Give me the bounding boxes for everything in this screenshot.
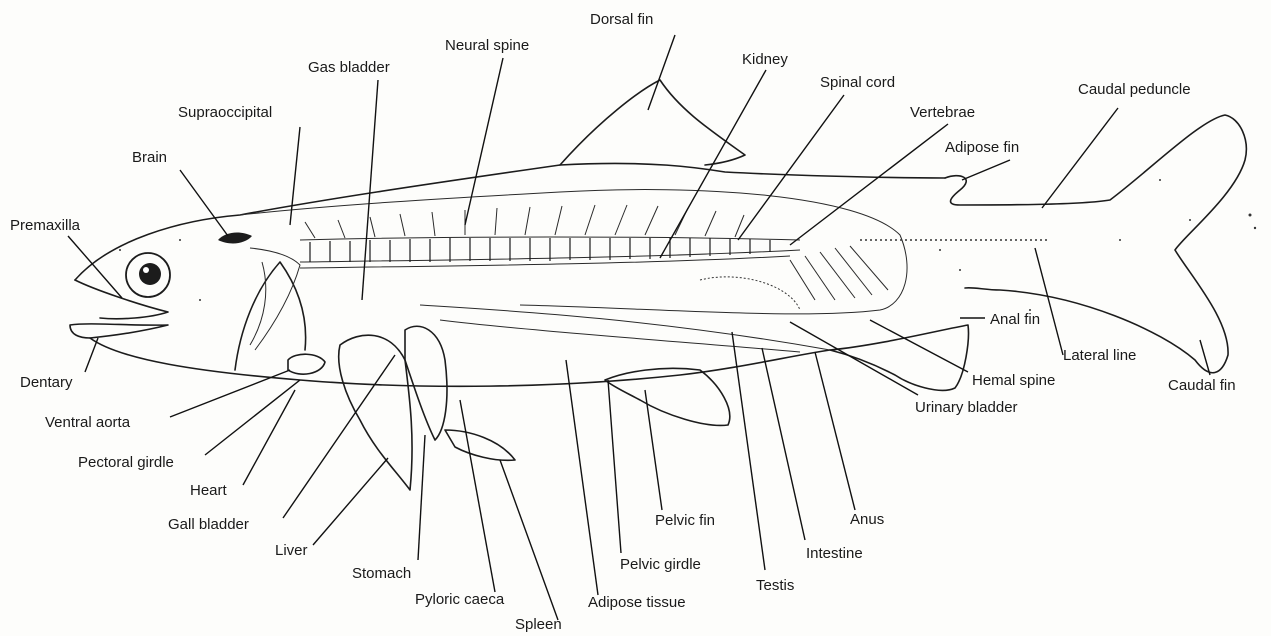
label-liver: Liver [275, 543, 308, 558]
label-stomach: Stomach [352, 566, 411, 581]
label-hemal-spine: Hemal spine [972, 373, 1055, 388]
label-caudal-fin: Caudal fin [1168, 378, 1236, 393]
label-adipose-fin: Adipose fin [945, 140, 1019, 155]
label-adipose-tissue: Adipose tissue [588, 595, 686, 610]
label-anus: Anus [850, 512, 884, 527]
label-dorsal-fin: Dorsal fin [590, 12, 653, 27]
eye [126, 253, 170, 297]
label-premaxilla: Premaxilla [10, 218, 80, 233]
label-brain: Brain [132, 150, 167, 165]
label-testis: Testis [756, 578, 794, 593]
label-spinal-cord: Spinal cord [820, 75, 895, 90]
body-speckles [119, 179, 1256, 311]
label-spleen: Spleen [515, 617, 562, 632]
label-gall-bladder: Gall bladder [168, 517, 249, 532]
label-supraoccipital: Supraoccipital [178, 105, 272, 120]
label-urinary-bladder: Urinary bladder [915, 400, 1018, 415]
label-ventral-aorta: Ventral aorta [45, 415, 130, 430]
label-caudal-peduncle: Caudal peduncle [1078, 82, 1191, 97]
label-pyloric-caeca: Pyloric caeca [415, 592, 504, 607]
fish-body-outline [70, 80, 1246, 425]
label-intestine: Intestine [806, 546, 863, 561]
label-neural-spine: Neural spine [445, 38, 529, 53]
label-pectoral-girdle: Pectoral girdle [78, 455, 174, 470]
label-kidney: Kidney [742, 52, 788, 67]
label-anal-fin: Anal fin [990, 312, 1040, 327]
label-pelvic-girdle: Pelvic girdle [620, 557, 701, 572]
label-pelvic-fin: Pelvic fin [655, 513, 715, 528]
vertebral-column [300, 205, 1050, 300]
label-dentary: Dentary [20, 375, 73, 390]
label-heart: Heart [190, 483, 227, 498]
label-vertebrae: Vertebrae [910, 105, 975, 120]
label-gas-bladder: Gas bladder [308, 60, 390, 75]
label-lateral-line: Lateral line [1063, 348, 1136, 363]
